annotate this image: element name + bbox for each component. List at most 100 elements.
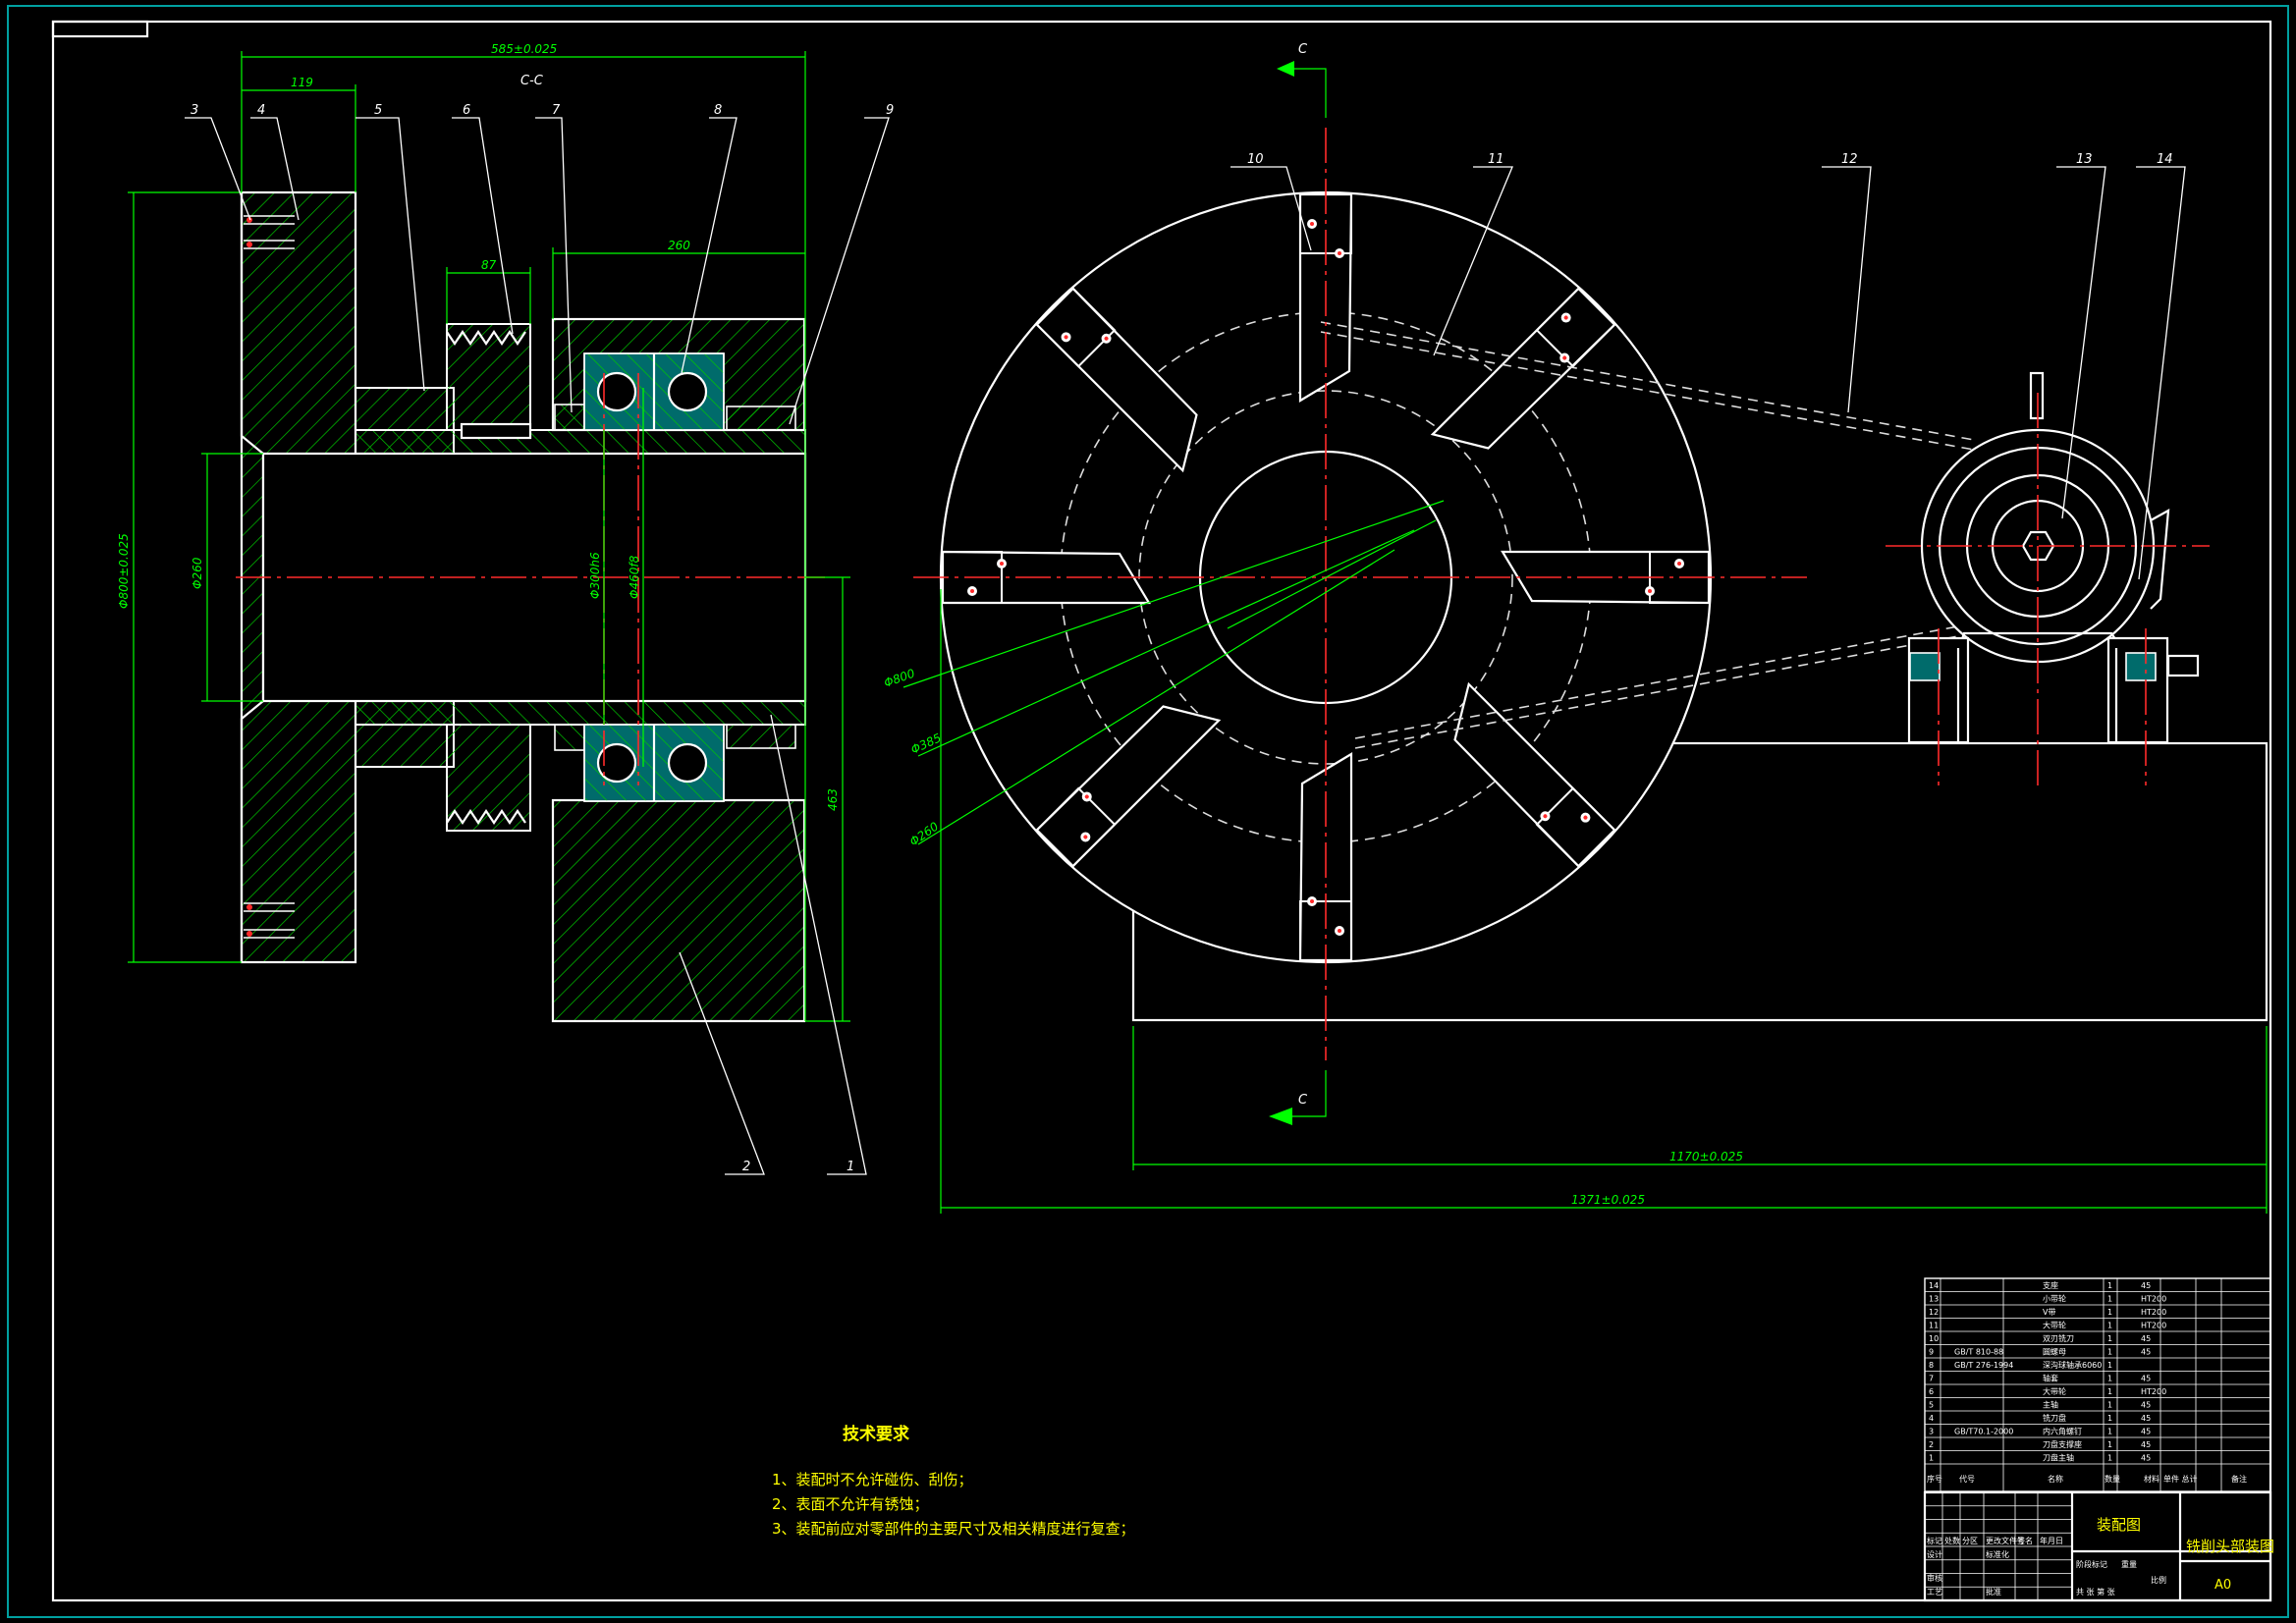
cutter-blade — [1035, 705, 1222, 868]
bom-cell-mat: 45 — [2141, 1281, 2151, 1290]
bom-header-weight: 单件 总计 — [2163, 1474, 2198, 1484]
bom-cell-no: 10 — [1929, 1334, 1939, 1343]
bom-cell-no: 9 — [1929, 1348, 1934, 1357]
bom-cell-qty: 1 — [2107, 1348, 2112, 1357]
section-view: 585±0.025 119 87 260 Φ800±0.025 Φ260 Φ30… — [117, 42, 894, 1175]
part-number-11: 11 — [1488, 152, 1504, 167]
radial-dim-800: Φ800 — [882, 666, 917, 689]
tech-requirement-2: 2、表面不允许有锈蚀； — [772, 1495, 929, 1513]
drawing-name: 铣削头部装图 — [2186, 1538, 2274, 1555]
bom-cell-mat: 45 — [2141, 1414, 2151, 1423]
bom-cell-qty: 1 — [2107, 1281, 2112, 1290]
part-number-6: 6 — [463, 103, 470, 118]
bom-cell-qty: 1 — [2107, 1428, 2112, 1436]
bom-cell-no: 11 — [1929, 1322, 1939, 1330]
front-view: C C Φ800 Φ385 Φ260 1170±0.025 1371±0.025 — [882, 42, 2269, 1214]
bom-cell-code: GB/T70.1-2000 — [1954, 1428, 2013, 1436]
bom-cell-mat: HT200 — [2141, 1387, 2166, 1396]
bom-cell-no: 8 — [1929, 1361, 1934, 1370]
bom-cell-mat: 45 — [2141, 1428, 2151, 1436]
title-block-label: 签名 — [2017, 1536, 2033, 1545]
radial-dim-260: Φ260 — [907, 819, 942, 848]
dim-outer-dia: Φ800±0.025 — [117, 533, 131, 609]
bom-cell-mat: HT200 — [2141, 1295, 2166, 1304]
part-number-5: 5 — [374, 103, 382, 118]
bom-cell-qty: 1 — [2107, 1375, 2112, 1383]
part-number-12: 12 — [1841, 152, 1858, 167]
bom-cell-qty: 1 — [2107, 1440, 2112, 1449]
bom-cell-qty: 1 — [2107, 1414, 2112, 1423]
outer-frame — [7, 5, 2289, 1618]
bom-cell-no: 1 — [1929, 1454, 1934, 1463]
dim-463: 463 — [826, 788, 840, 811]
bom-cell-name: 大带轮 — [2043, 1321, 2066, 1330]
bom-cell-no: 6 — [1929, 1387, 1934, 1396]
inner-frame — [51, 20, 2272, 1602]
bom-cell-mat: 45 — [2141, 1375, 2151, 1383]
bom-cell-no: 2 — [1929, 1440, 1934, 1449]
bom-cell-name: V带 — [2043, 1308, 2055, 1317]
dim-shaft1-dia: Φ300h6 — [588, 552, 602, 599]
dim-overall-length: 585±0.025 — [491, 42, 557, 56]
bom-cell-name: 深沟球轴承6060 — [2043, 1360, 2102, 1370]
bom-header-no: 序号 — [1927, 1474, 1942, 1484]
bom-header-qty: 数量 — [2105, 1474, 2120, 1484]
part-number-7: 7 — [552, 103, 561, 118]
bom-cell-mat: 45 — [2141, 1348, 2151, 1357]
dim-base-1371: 1371±0.025 — [1571, 1193, 1645, 1207]
part-number-10: 10 — [1247, 152, 1264, 167]
title-block-label: 工艺 — [1927, 1588, 1942, 1596]
part-number-2: 2 — [742, 1160, 750, 1174]
bom-header-code: 代号 — [1959, 1474, 1975, 1484]
bom-cell-name: 双刃铣刀 — [2043, 1333, 2074, 1343]
title-block-label: 年月日 — [2040, 1536, 2063, 1545]
title-block-label: 处数 — [1944, 1536, 1960, 1545]
bom-cell-name: 主轴 — [2043, 1400, 2058, 1410]
bom-cell-no: 14 — [1929, 1281, 1939, 1290]
bom-cell-name: 内六角螺钉 — [2043, 1427, 2082, 1436]
bom-cell-mat: 45 — [2141, 1334, 2151, 1343]
section-label: C-C — [520, 74, 544, 88]
bom-cell-mat: 45 — [2141, 1401, 2151, 1410]
cutter-blade — [1453, 681, 1616, 868]
bom-cell-no: 4 — [1929, 1414, 1934, 1423]
tech-requirements: 技术要求 1、装配时不允许碰伤、刮伤； 2、表面不允许有锈蚀； 3、装配前应对零… — [772, 1424, 1135, 1538]
bom-header-note: 备注 — [2231, 1474, 2247, 1484]
title-block-label: 分区 — [1962, 1537, 1978, 1545]
section-marker-bottom: C — [1298, 1093, 1308, 1108]
bom-cell-qty: 1 — [2107, 1322, 2112, 1330]
section-marker-top: C — [1298, 42, 1308, 57]
bom-cell-code: GB/T 810-88 — [1954, 1348, 2003, 1357]
frame-corner-tab — [51, 20, 149, 38]
title-block-label: 比例 — [2151, 1575, 2166, 1585]
dim-bore-dia: Φ260 — [191, 557, 204, 589]
title-block-label: 阶段标记 — [2076, 1559, 2107, 1569]
bom-cell-qty: 1 — [2107, 1295, 2112, 1304]
title-block-label: 重量 — [2121, 1559, 2137, 1569]
bom-cell-no: 12 — [1929, 1308, 1939, 1317]
bom-cell-no: 5 — [1929, 1401, 1934, 1410]
bom-cell-name: 轴套 — [2043, 1374, 2058, 1383]
title-block-label: 审核 — [1927, 1573, 1942, 1583]
title-block-label: 批准 — [1986, 1587, 2001, 1596]
sheet-size: A0 — [2214, 1578, 2231, 1593]
bom-cell-name: 圆螺母 — [2043, 1347, 2066, 1357]
cutter-blade — [1035, 287, 1198, 473]
bom-cell-mat: HT200 — [2141, 1308, 2166, 1317]
tech-requirements-title: 技术要求 — [843, 1424, 909, 1444]
part-number-14: 14 — [2157, 152, 2173, 167]
bom-cell-no: 7 — [1929, 1375, 1934, 1383]
bom-cell-name: 刀盘主轴 — [2043, 1453, 2074, 1463]
bom-cell-name: 大带轮 — [2043, 1386, 2066, 1396]
drawing-type: 装配图 — [2097, 1516, 2141, 1534]
bom-cell-code: GB/T 276-1994 — [1954, 1361, 2013, 1370]
bom-cell-qty: 1 — [2107, 1454, 2112, 1463]
part-number-4: 4 — [257, 103, 265, 118]
bom-cell-qty: 1 — [2107, 1361, 2112, 1370]
bom-cell-mat: HT200 — [2141, 1322, 2166, 1330]
part-number-1: 1 — [847, 1160, 854, 1174]
bom-cell-mat: 45 — [2141, 1454, 2151, 1463]
title-block: 装配图 铣削头部装图 A0 标记处数分区更改文件号签名年月日设计标准化阶段标记重… — [1923, 1490, 2274, 1602]
